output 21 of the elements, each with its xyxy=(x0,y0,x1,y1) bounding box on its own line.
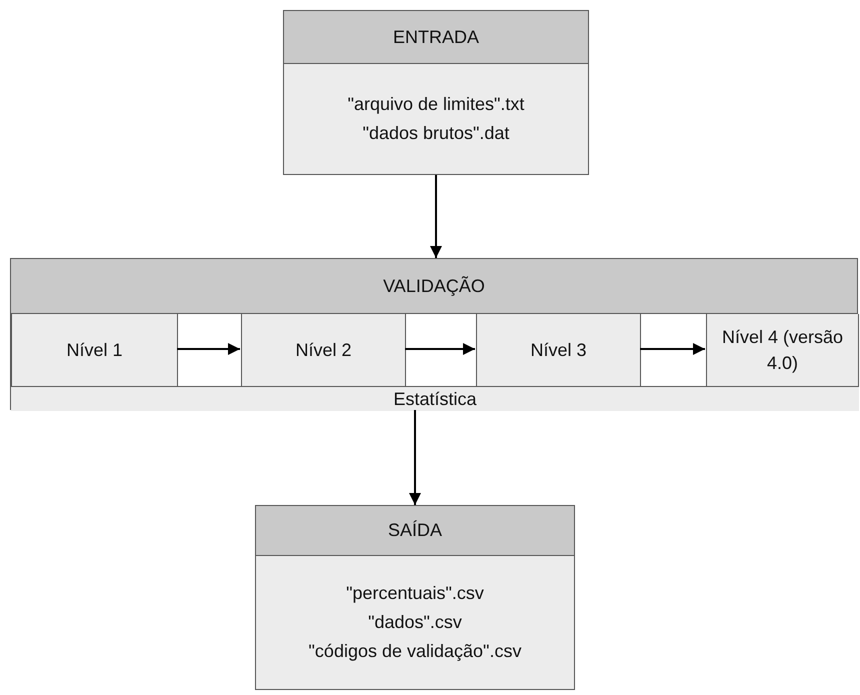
process-box xyxy=(255,505,575,690)
file-name: "arquivo de limites".txt xyxy=(348,93,524,116)
file-name: "dados".csv xyxy=(368,611,462,634)
arrow xyxy=(409,410,421,505)
file-name: "percentuais".csv xyxy=(346,582,484,605)
arrow xyxy=(430,175,442,258)
process-box xyxy=(283,10,589,175)
box-header: SAÍDA xyxy=(256,506,574,556)
arrow xyxy=(405,343,475,355)
arrow xyxy=(177,343,240,355)
level-box: Nível 3 xyxy=(476,314,641,386)
file-name: "dados brutos".dat xyxy=(362,122,510,145)
level-box: Nível 1 xyxy=(11,314,178,386)
file-name: "códigos de validação".csv xyxy=(308,640,522,663)
box-header: ENTRADA xyxy=(284,11,588,64)
group-box xyxy=(10,258,858,410)
statistics-band: Estatística xyxy=(11,386,859,411)
level-box: Nível 4 (versão 4.0) xyxy=(706,314,859,386)
box-header: VALIDAÇÃO xyxy=(11,259,857,314)
level-box: Nível 2 xyxy=(241,314,406,386)
arrow xyxy=(640,343,705,355)
